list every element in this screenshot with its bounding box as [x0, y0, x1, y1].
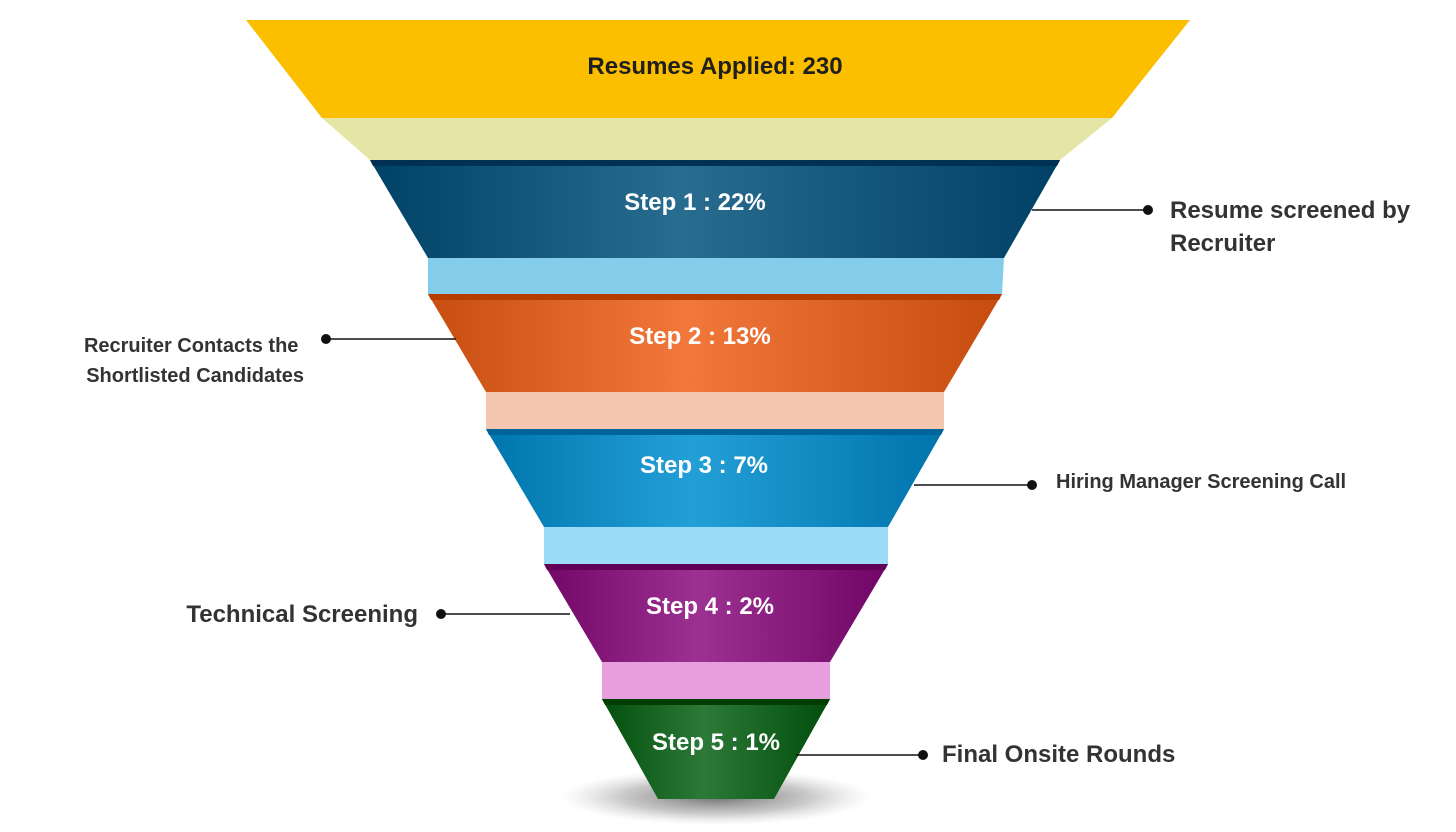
callout-stage-2-text: Recruiter Contacts the Shortlisted Candi… [84, 335, 304, 387]
stage-5-label: Step 5 : 1% [652, 729, 780, 756]
connector-4 [602, 662, 830, 699]
callout-stage-5-text: Final Onsite Rounds [942, 741, 1175, 768]
callout-stage-4-line-1: Technical Screening [186, 601, 418, 628]
funnel-stage-4: Step 4 : 2% [544, 564, 888, 662]
stage-4-shade [544, 564, 888, 570]
callout-stage-3: Hiring Manager Screening Call [914, 471, 1346, 493]
funnel-stage-1: Step 1 : 22% [370, 160, 1060, 258]
callout-stage-3-line-1: Hiring Manager Screening Call [1056, 471, 1346, 493]
callout-stage-3-dot [1027, 480, 1037, 490]
stage-3-label: Step 3 : 7% [640, 452, 768, 479]
top-band-shape [246, 20, 1190, 118]
stage-3-shade [486, 429, 944, 435]
stage-5-shade [602, 699, 830, 705]
callout-stage-1: Resume screened by Recruiter [1032, 197, 1417, 257]
connector-1 [428, 258, 1004, 294]
funnel-connectors [322, 118, 1112, 699]
stage-1-shade [370, 160, 1060, 166]
callout-stage-2-line-2: Shortlisted Candidates [86, 365, 304, 387]
callout-stage-4: Technical Screening [186, 601, 570, 628]
connector-3 [544, 527, 888, 564]
connector-2 [486, 392, 944, 429]
callout-stage-5: Final Onsite Rounds [796, 741, 1175, 768]
stage-1-shape [370, 160, 1060, 258]
callout-stage-4-text: Technical Screening [186, 601, 418, 628]
callout-stage-2-dot [321, 334, 331, 344]
stage-4-shape [544, 564, 888, 662]
funnel-stage-5: Step 5 : 1% [602, 699, 830, 799]
callout-stage-3-text: Hiring Manager Screening Call [1056, 471, 1346, 493]
stage-4-label: Step 4 : 2% [646, 593, 774, 620]
callout-stage-2-line-1: Recruiter Contacts the [84, 335, 299, 357]
callout-stage-5-line-1: Final Onsite Rounds [942, 741, 1175, 768]
callout-stage-1-line-1: Resume screened by [1170, 197, 1411, 224]
stage-5-shape [602, 699, 830, 799]
callout-stage-2: Recruiter Contacts the Shortlisted Candi… [84, 334, 456, 387]
callout-stage-5-dot [918, 750, 928, 760]
funnel-top-band: Resumes Applied: 230 [246, 20, 1190, 118]
callout-stage-1-text: Resume screened by Recruiter [1170, 197, 1417, 257]
top-band-label: Resumes Applied: 230 [587, 53, 842, 80]
stage-3-shape [486, 429, 944, 527]
funnel-stage-2: Step 2 : 13% [428, 294, 1002, 392]
stage-1-label: Step 1 : 22% [624, 189, 765, 216]
funnel-stage-3: Step 3 : 7% [486, 429, 944, 527]
callout-stage-4-dot [436, 609, 446, 619]
callout-stage-1-dot [1143, 205, 1153, 215]
stage-2-shape [428, 294, 1002, 392]
connector-0 [322, 118, 1112, 160]
stage-2-shade [428, 294, 1002, 300]
callout-stage-1-line-2: Recruiter [1170, 230, 1275, 257]
stage-2-label: Step 2 : 13% [629, 323, 770, 350]
